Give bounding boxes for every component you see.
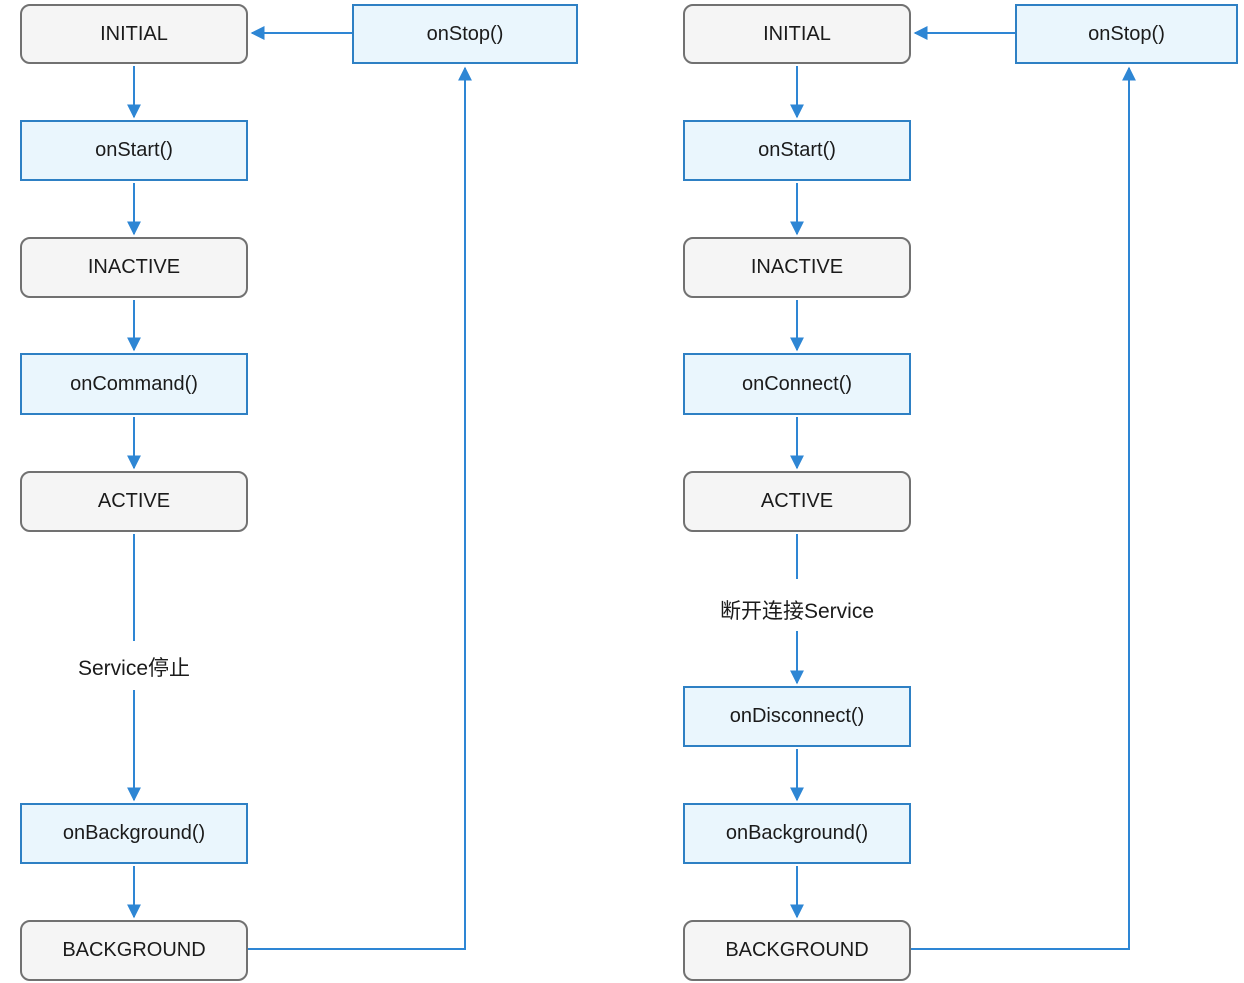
state-initial-left: INITIAL [20,4,248,64]
transition-label-disconnect-service: 断开连接Service [719,600,875,623]
callback-on-start-left: onStart() [20,120,248,181]
callback-on-background-right: onBackground() [683,803,911,864]
callback-on-disconnect-right: onDisconnect() [683,686,911,747]
state-inactive-left: INACTIVE [20,237,248,298]
state-inactive-right: INACTIVE [683,237,911,298]
callback-on-stop-right: onStop() [1015,4,1238,64]
state-background-left: BACKGROUND [20,920,248,981]
state-active-left: ACTIVE [20,471,248,532]
transition-label-service-stop: Service停止 [77,657,191,680]
state-initial-right: INITIAL [683,4,911,64]
callback-on-stop-left: onStop() [352,4,578,64]
state-background-right: BACKGROUND [683,920,911,981]
callback-on-start-right: onStart() [683,120,911,181]
callback-on-background-left: onBackground() [20,803,248,864]
state-active-right: ACTIVE [683,471,911,532]
callback-on-connect-right: onConnect() [683,353,911,415]
callback-on-command-left: onCommand() [20,353,248,415]
